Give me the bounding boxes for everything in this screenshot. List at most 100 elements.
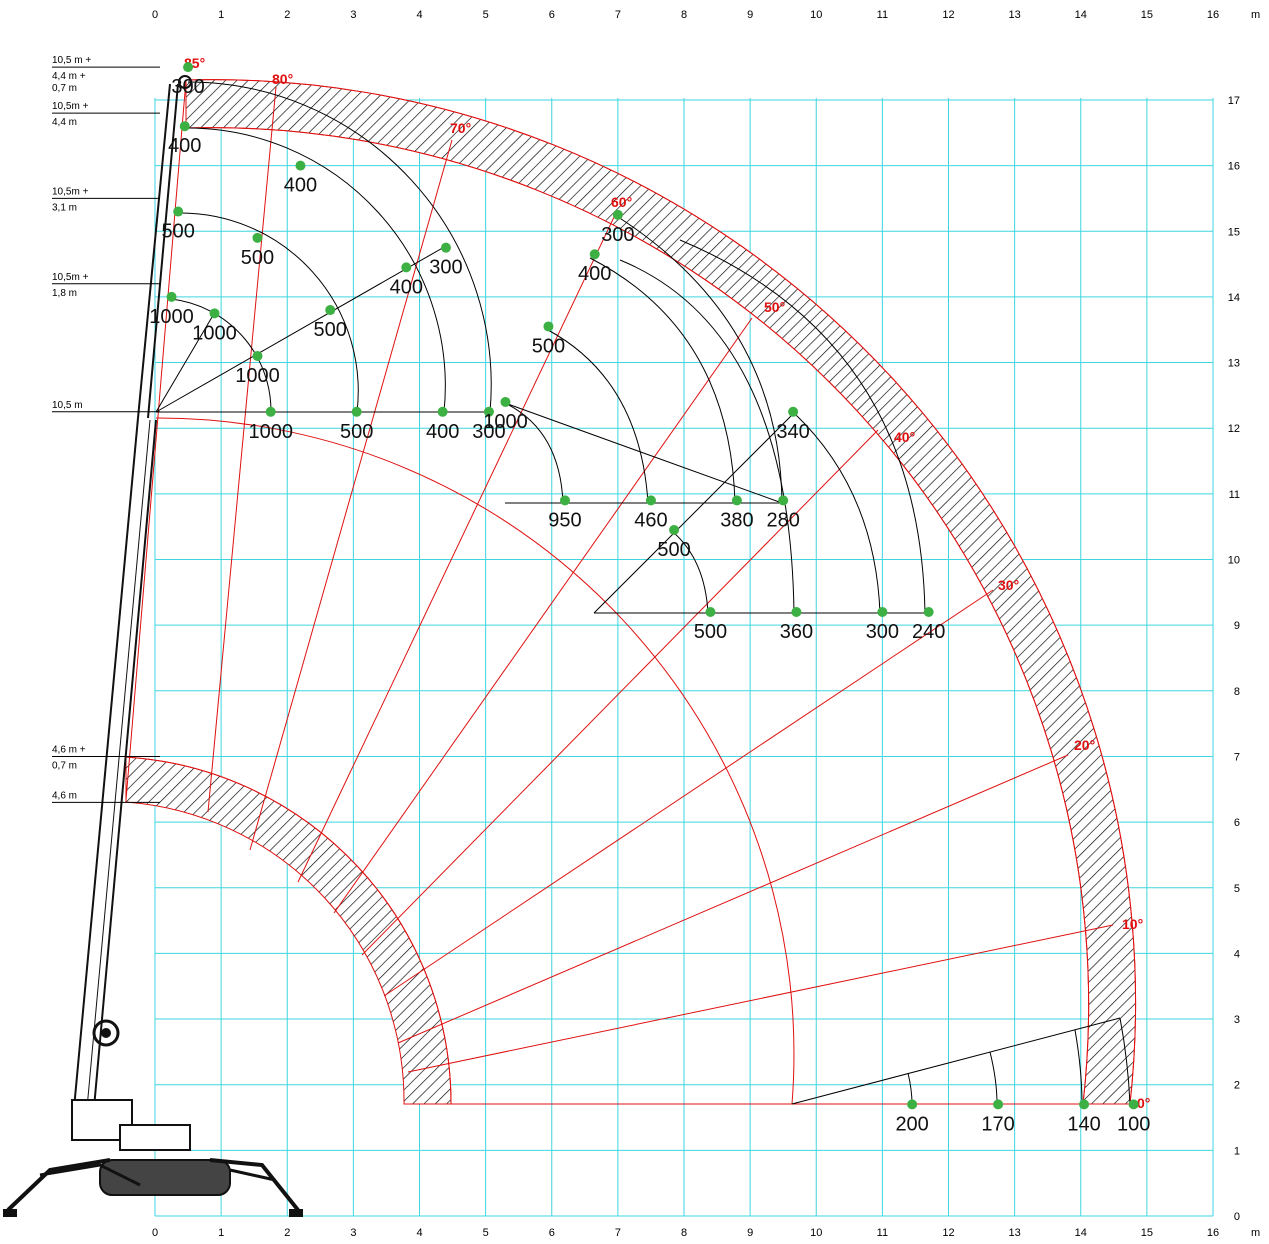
load-value-label: 500 — [241, 247, 274, 269]
load-value-label: 500 — [657, 539, 690, 561]
y-tick-label: 9 — [1234, 620, 1240, 632]
base-boom-line — [791, 1017, 1121, 1105]
grid — [154, 97, 1214, 1217]
x-tick-label: 2 — [284, 1227, 290, 1239]
x-tick-label: 13 — [1009, 9, 1021, 21]
y-tick-label: 17 — [1228, 95, 1240, 107]
x-tick-label: 16 — [1207, 1227, 1219, 1239]
sheave-top — [178, 75, 192, 89]
x-tick-label: 12 — [942, 1227, 954, 1239]
x-tick-label: 0 — [152, 1227, 158, 1239]
x-tick-label: 1 — [218, 9, 224, 21]
sheave-bottom — [92, 1019, 120, 1047]
y-tick-label: 4 — [1234, 948, 1240, 960]
x-tick-label: 4 — [416, 9, 422, 21]
angle-label-40: 40° — [894, 429, 915, 445]
load-point — [731, 495, 742, 506]
load-value-label: 400 — [390, 276, 423, 298]
load-value-label: 500 — [161, 221, 194, 243]
envelope-outer-arc — [185, 79, 1137, 1105]
load-point — [351, 406, 362, 417]
angle-label-0: 0° — [1137, 1095, 1150, 1111]
load-point — [183, 62, 194, 73]
boom-config-label: 4,4 m + — [52, 71, 86, 82]
working-envelope — [125, 79, 1137, 1105]
load-value-label: 170 — [981, 1113, 1014, 1135]
angle-label-30: 30° — [998, 577, 1019, 593]
arc-1000-b — [504, 402, 564, 504]
load-value-label: 400 — [426, 421, 459, 443]
angle-label-20: 20° — [1074, 737, 1095, 753]
envelope-ray-40 — [361, 429, 879, 956]
boom-config-label: 4,4 m — [52, 117, 77, 128]
arc-300-b — [614, 214, 783, 504]
x-tick-label: 9 — [747, 1227, 753, 1239]
x-tick-label: 14 — [1075, 9, 1087, 21]
crane-silhouette — [3, 75, 303, 1217]
x-tick-label: 10 — [810, 9, 822, 21]
load-point — [440, 242, 451, 253]
y-tick-label: 0 — [1234, 1211, 1240, 1223]
angle-label-10: 10° — [1122, 916, 1143, 932]
load-value-label: 950 — [548, 509, 581, 531]
load-point — [209, 308, 220, 319]
x-tick-label: 9 — [747, 9, 753, 21]
x-tick-label: 11 — [877, 1227, 888, 1239]
load-point — [907, 1099, 918, 1110]
load-point — [612, 209, 623, 220]
load-value-label: 300 — [171, 76, 204, 98]
envelope-left-edge — [125, 79, 187, 801]
load-value-label: 1000 — [483, 411, 528, 433]
boom-config-label: 0,7 m — [52, 83, 77, 94]
boom-line-1 — [155, 245, 447, 413]
angle-label-50: 50° — [764, 299, 785, 315]
arc-300-c — [793, 412, 881, 614]
load-value-label: 340 — [776, 421, 809, 443]
load-point — [252, 232, 263, 243]
load-point — [589, 249, 600, 260]
load-point — [437, 406, 448, 417]
load-point — [788, 406, 799, 417]
envelope-ray-70 — [249, 139, 453, 851]
load-point — [401, 262, 412, 273]
y-tick-label: 5 — [1234, 883, 1240, 895]
load-value-label: 400 — [578, 263, 611, 285]
load-point — [791, 607, 802, 618]
boom-config-label: 10,5 m — [52, 400, 83, 411]
x-tick-label: 3 — [350, 1227, 356, 1239]
load-value-label: 300 — [866, 621, 899, 643]
x-tick-label: 0 — [152, 9, 158, 21]
load-point — [877, 607, 888, 618]
load-point — [252, 350, 263, 361]
load-point — [179, 121, 190, 132]
envelope-ray-50 — [333, 317, 753, 914]
x-tick-label: 7 — [615, 1227, 621, 1239]
x-tick-label: 14 — [1075, 1227, 1087, 1239]
load-value-label: 200 — [895, 1113, 928, 1135]
arc-170 — [989, 1051, 998, 1105]
x-tick-label: 12 — [942, 9, 954, 21]
load-value-label: 300 — [601, 224, 634, 246]
y-tick-label: 2 — [1234, 1080, 1240, 1092]
x-tick-label: 5 — [483, 9, 489, 21]
load-value-label: 300 — [429, 257, 462, 279]
y-tick-label: 12 — [1228, 423, 1240, 435]
y-tick-label: 14 — [1228, 292, 1240, 304]
boom-config-label: 3,1 m — [52, 202, 77, 213]
load-value-label: 280 — [767, 509, 800, 531]
x-tick-label: 2 — [284, 9, 290, 21]
x-tick-label: 8 — [681, 9, 687, 21]
y-tick-label: 13 — [1228, 358, 1240, 370]
boom-config-label: 4,6 m — [52, 790, 77, 801]
load-value-label: 240 — [912, 621, 945, 643]
envelope-inner-arc — [185, 127, 1090, 1105]
load-value-label: 1000 — [149, 306, 194, 328]
x-tick-label: 6 — [549, 1227, 555, 1239]
envelope-ray-80 — [207, 86, 277, 813]
angle-label-70: 70° — [450, 120, 471, 136]
y-tick-label: 10 — [1228, 555, 1240, 567]
load-value-label: 360 — [780, 621, 813, 643]
